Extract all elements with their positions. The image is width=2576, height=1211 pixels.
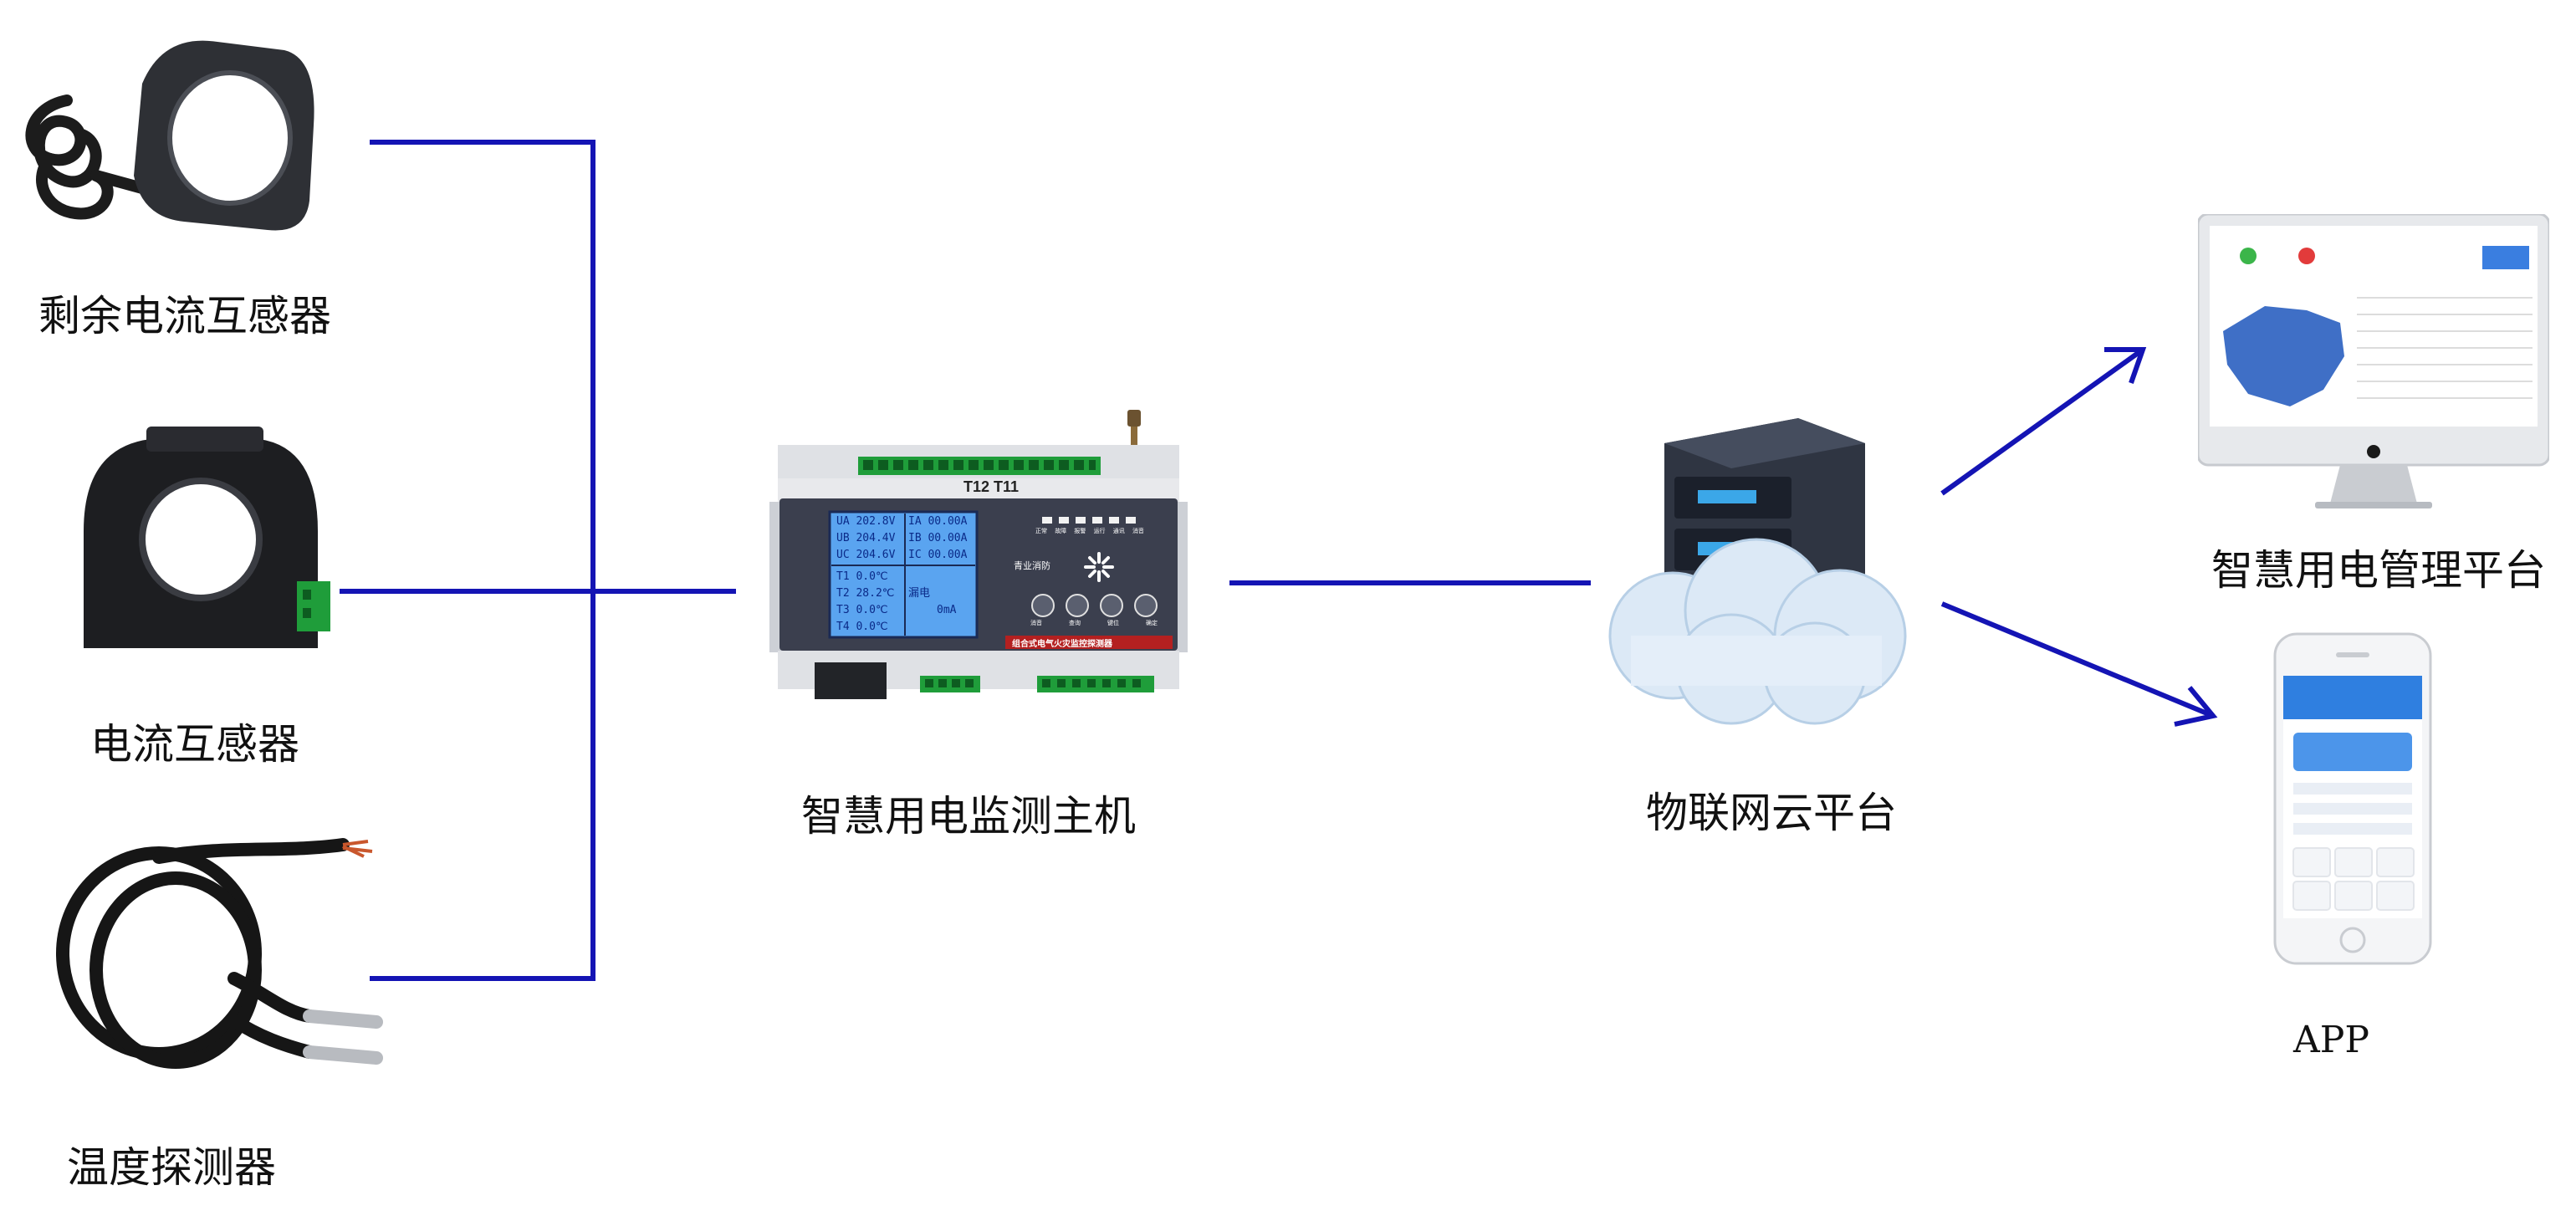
app-label: APP [2293,1019,2369,1061]
device-brand: 青业消防 [1014,560,1050,571]
device-body [769,410,1188,699]
temperature-probe-image [56,838,383,1069]
indicator-label: 消音 [1132,528,1144,534]
residual-ct-label: 剩余电流互感器 [38,292,331,340]
screen-line-leakage: 漏电 [908,587,931,600]
indicator-label: 报警 [1074,528,1086,534]
temp-probe-label: 温度探测器 [67,1143,276,1192]
button-label: 查询 [1069,620,1081,626]
arrow-to-platform [1940,347,2144,496]
screen-line-t3: T3 0.0℃ [836,604,888,616]
cloud-label: 物联网云平台 [1646,789,1897,837]
screen-right-column: IA 00.00A IB 00.00A IC 00.00A 漏电 0mA [908,514,967,619]
app-phone-image [2273,632,2432,965]
screen-line-ia: IA 00.00A [908,515,968,528]
indicator-label: 故障 [1055,528,1067,534]
screen-line-ic: IC 00.00A [908,549,968,561]
button-labels: 消音 查询 键位 确定 [1030,619,1158,627]
indicator-label: 正常 [1035,528,1047,534]
button-label: 键位 [1107,620,1119,626]
indicator-label: 运行 [1093,528,1106,534]
screen-left-column: UA 202.8V UB 204.4V UC 204.6V T1 0.0℃ T2… [836,514,895,636]
indicator-labels: 正常 故障 报警 运行 通讯 消音 [1035,527,1144,535]
button-label: 消音 [1030,620,1042,626]
screen-line-leakage-value: 0mA [937,604,957,616]
screen-line-ib: IB 00.00A [908,532,968,544]
screen-line-ub: UB 204.4V [836,532,896,544]
management-platform-monitor-image [2198,214,2549,508]
screen-line-t2: T2 28.2℃ [836,587,895,600]
screen-line-ua: UA 202.8V [836,515,896,528]
screen-line-t1: T1 0.0℃ [836,570,888,583]
screen-line-t4: T4 0.0℃ [836,621,888,633]
arrow-to-app [1940,601,2215,718]
arrowhead-platform [2104,347,2147,384]
arrowhead-app [2174,686,2218,727]
device-model-text: 组合式电气火灾监控探测器 [1012,640,1112,649]
screen-line-uc: UC 204.6V [836,549,896,561]
indicator-label: 通讯 [1112,528,1125,534]
cloud-server-image [1608,418,1907,725]
ct-label: 电流互感器 [90,720,299,769]
terminal-label: T12 T11 [963,478,1020,495]
monitoring-host-device: T12 T11 UA 202.8V UB 204.4V UC 204.6V T1… [769,393,1188,703]
platform-label: 智慧用电管理平台 [2211,546,2546,595]
current-transformer-image [84,427,330,648]
monitor-host-label: 智慧用电监测主机 [801,792,1136,841]
residual-current-transformer-image [25,40,314,231]
button-label: 确定 [1146,620,1158,626]
